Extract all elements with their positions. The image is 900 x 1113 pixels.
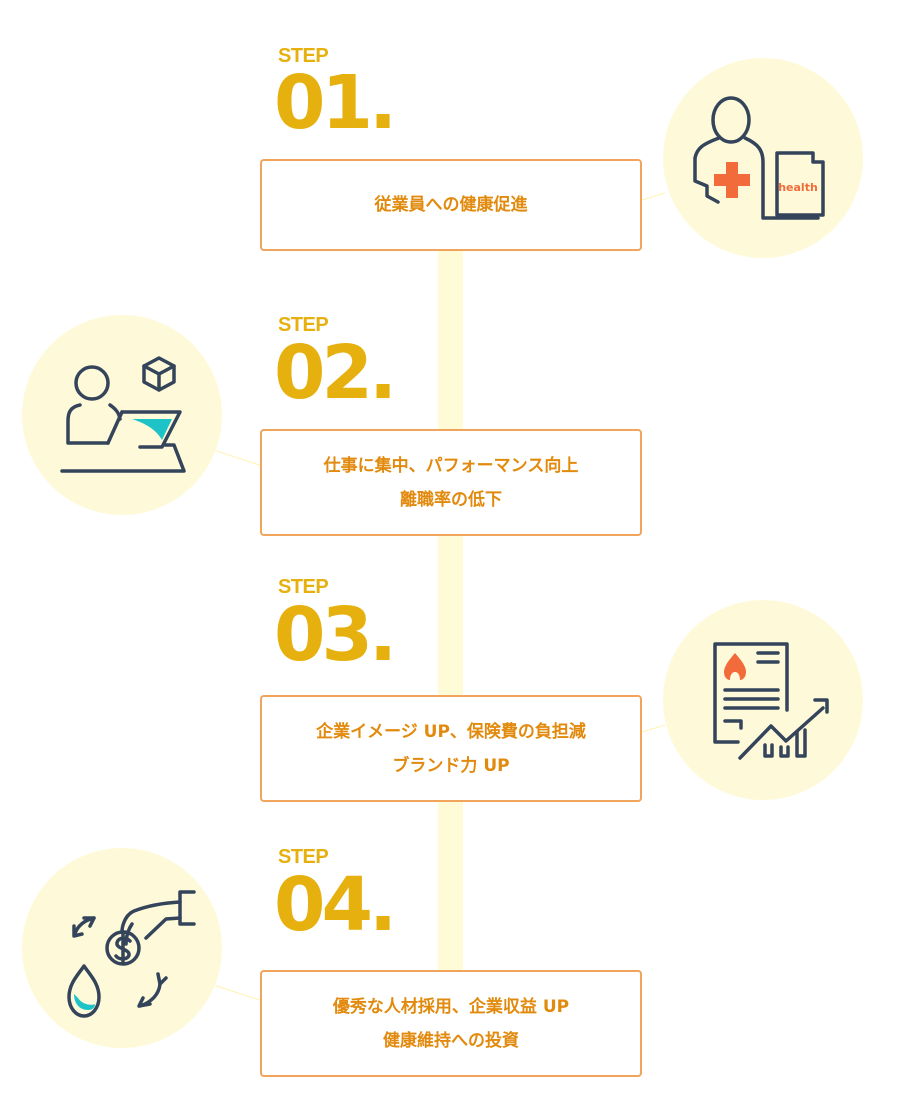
person-laptop-icon [60, 356, 186, 473]
step-icon-circle [22, 848, 222, 1048]
step-number: 01. [274, 60, 397, 146]
step-label: STEP [278, 314, 329, 336]
money-cycle-icon [67, 890, 196, 1018]
step-description-line: 健康維持への投資 [383, 1030, 519, 1051]
step-description-line: ブランド力 UP [392, 755, 510, 776]
step-description-line: 従業員への健康促進 [374, 195, 528, 215]
step-description-line: 離職率の低下 [400, 489, 502, 510]
step-description-line: 仕事に集中、パフォーマンス向上 [323, 455, 579, 476]
step-icon-circle [22, 315, 222, 515]
step-label: STEP [278, 846, 329, 868]
step-description-box: 仕事に集中、パフォーマンス向上 離職率の低下 [260, 429, 642, 536]
step-description-box: 優秀な人材採用、企業収益 UP 健康維持への投資 [260, 970, 642, 1077]
document-growth-chart-icon [713, 642, 829, 760]
step-icon-circle: health [663, 58, 863, 258]
svg-text:health: health [778, 181, 818, 194]
step-number: 04. [274, 862, 397, 948]
step-description-line: 優秀な人材採用、企業収益 UP [332, 996, 570, 1017]
step-label: STEP [278, 576, 329, 598]
timeline-band [438, 250, 463, 1075]
step-description-box: 企業イメージ UP、保険費の負担減 ブランド力 UP [260, 695, 642, 802]
step-description-box: 従業員への健康促進 [260, 159, 642, 251]
step-description-line: 企業イメージ UP、保険費の負担減 [316, 721, 586, 742]
health-record-person-icon: health [693, 96, 825, 220]
step-number: 02. [274, 330, 397, 416]
step-number: 03. [274, 592, 397, 678]
step-label: STEP [278, 45, 329, 67]
step-icon-circle [663, 600, 863, 800]
